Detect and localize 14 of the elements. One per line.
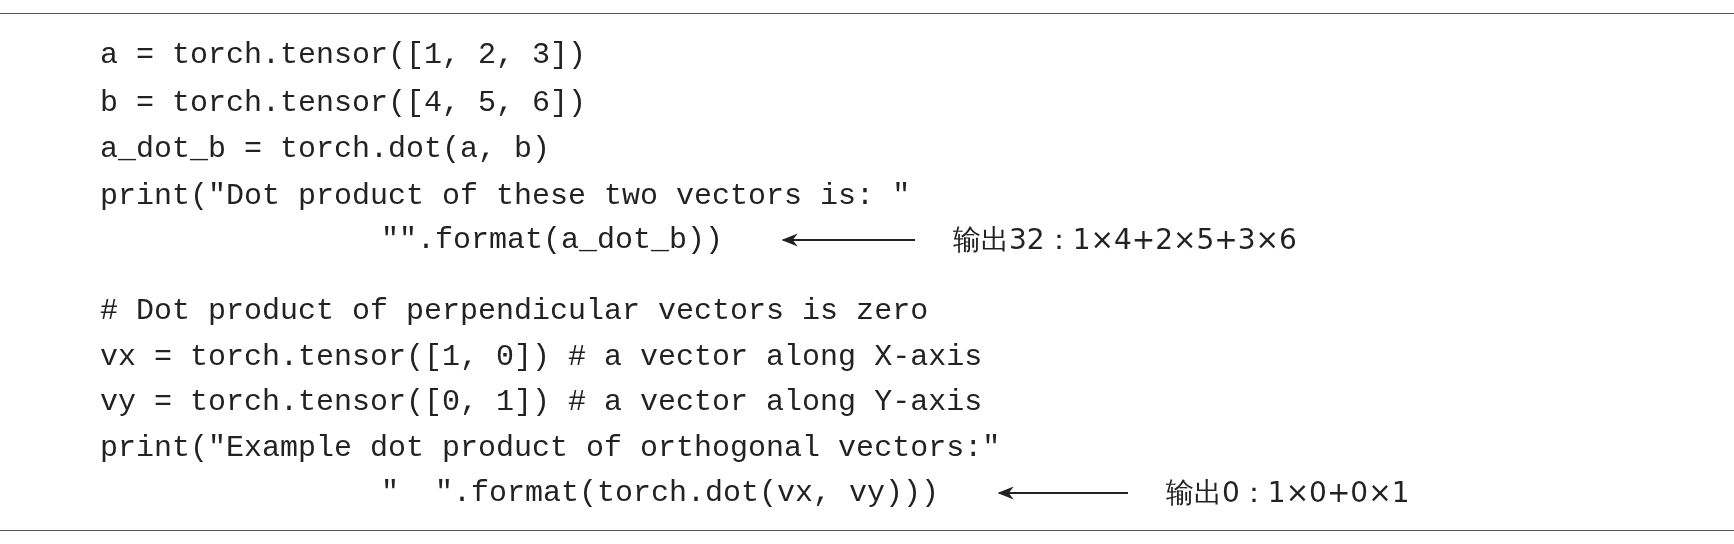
code-line: " ".format(torch.dot(vx, vy))) [381,475,940,511]
code-line: "".format(a_dot_b)) [381,222,724,258]
code-comment: # Dot product of perpendicular vectors is zero [100,293,929,329]
code-line: b = torch.tensor([4, 5, 6]) [100,85,587,121]
code-line: vy = torch.tensor([0, 1]) # a vector along Y-axis [100,384,983,420]
code-line: print("Example dot product of orthogonal vectors:" [100,430,1001,466]
output-note: 输出0：1×0+0×1 [1166,475,1410,511]
output-note: 输出32：1×4+2×5+3×6 [953,222,1297,258]
code-line: vx = torch.tensor([1, 0]) # a vector along X-axis [100,339,983,375]
arrow [997,486,1129,500]
code-line: print("Dot product of these two vectors is: " [100,178,911,214]
code-line: a_dot_b = torch.dot(a, b) [100,131,551,167]
code-line: a = torch.tensor([1, 2, 3]) [100,37,587,73]
arrow [781,233,916,247]
